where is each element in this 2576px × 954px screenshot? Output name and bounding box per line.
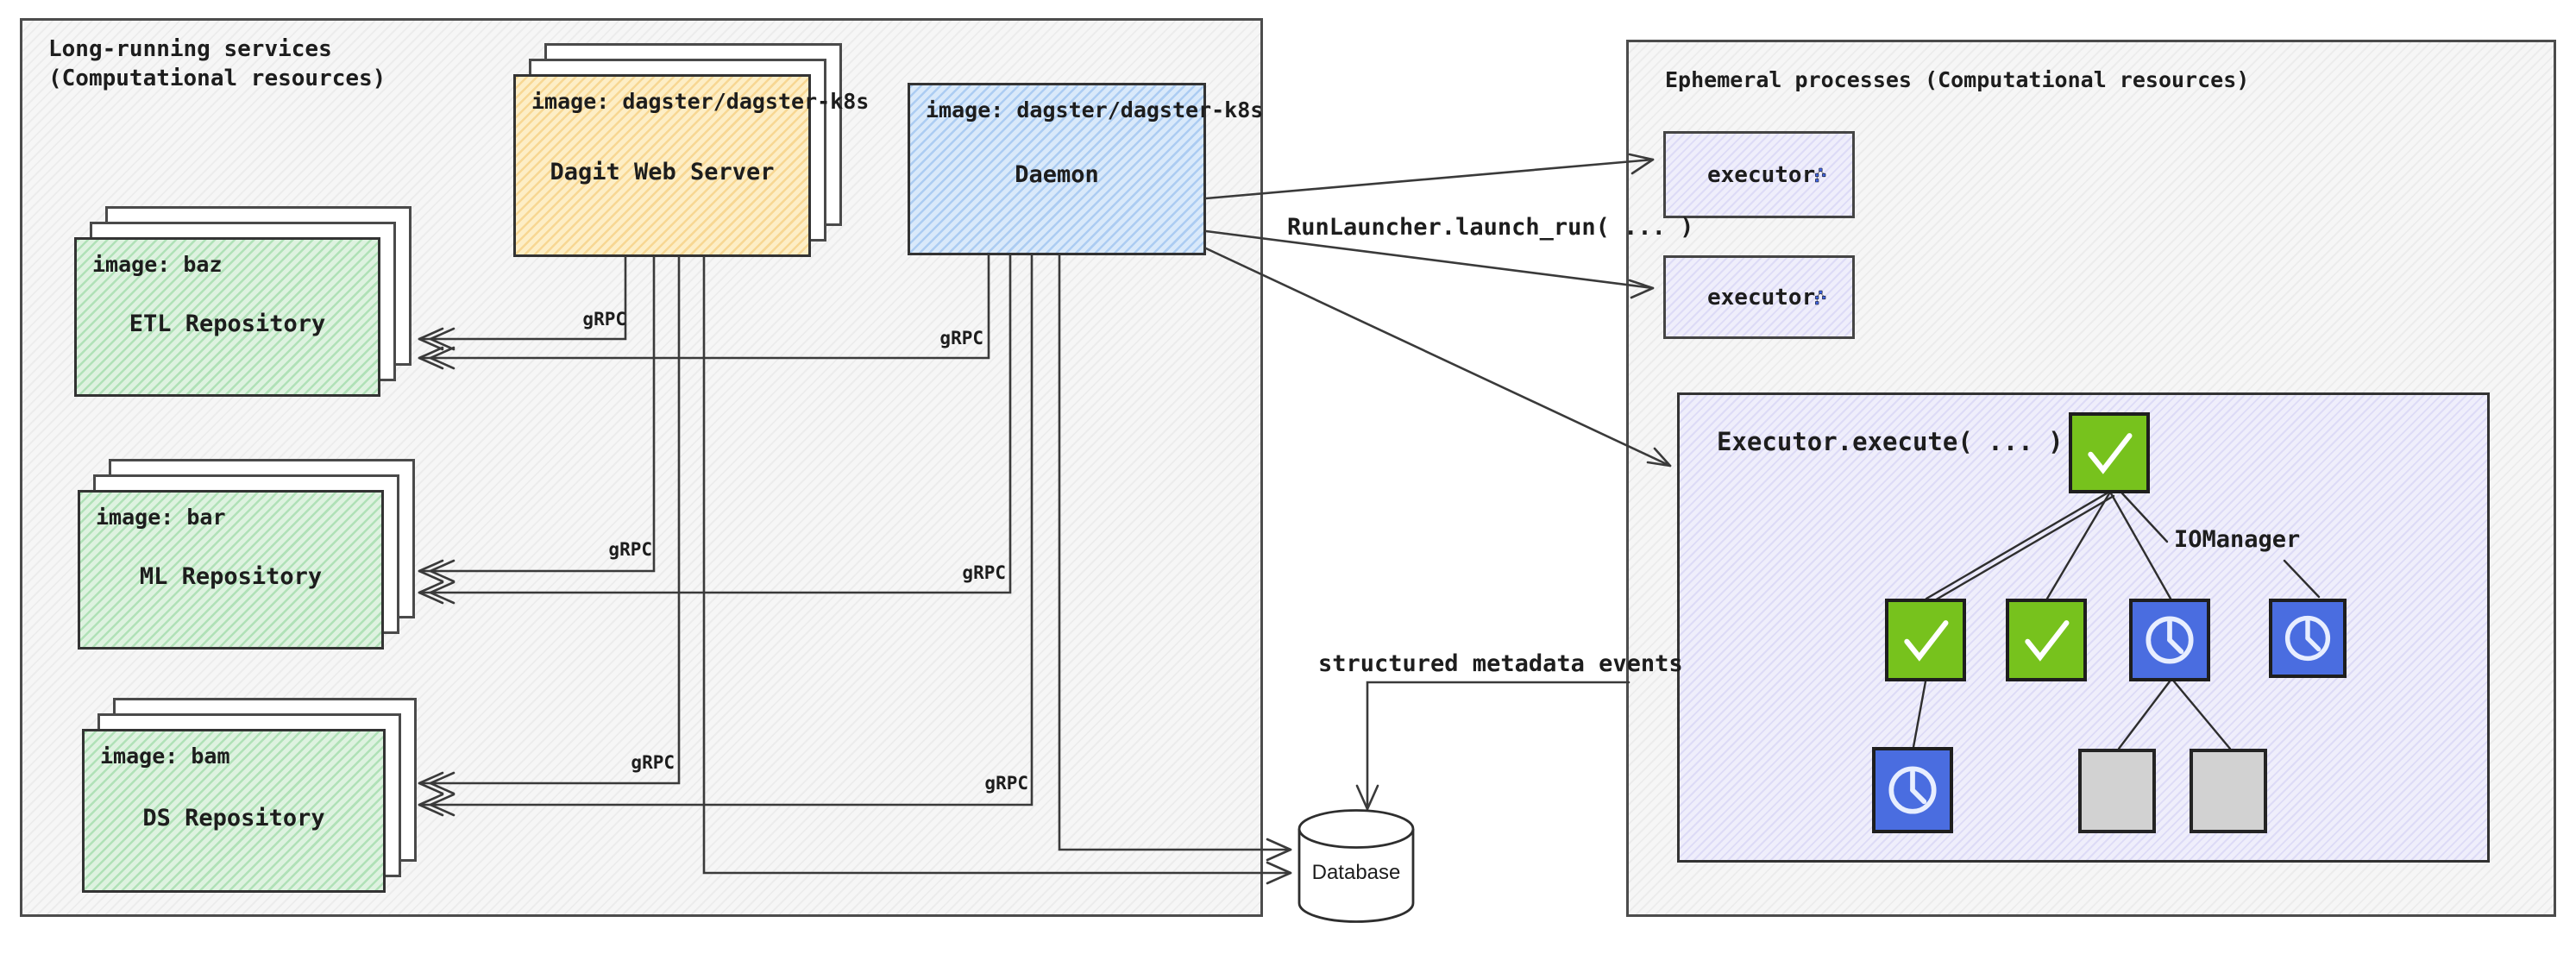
- step-node-grandchild-1: [1872, 747, 1953, 833]
- database-label: Database: [1311, 861, 1401, 884]
- executor-label: executor: [1707, 284, 1816, 311]
- check-icon: [2088, 433, 2133, 474]
- dagit-image-label: image: dagster/dagster-k8s: [531, 89, 870, 114]
- step-node-grandchild-3: [2190, 749, 2267, 833]
- dag-icon: [1815, 167, 1826, 182]
- step-node-child-2: [2006, 599, 2087, 681]
- grpc-label: gRPC: [608, 539, 652, 560]
- ds-repository-box: image: bam DS Repository: [82, 729, 386, 893]
- etl-name: ETL Repository: [129, 311, 326, 337]
- executor-label: executor: [1707, 161, 1816, 188]
- clock-icon: [1888, 766, 1937, 814]
- executor-box-2: executor: [1663, 255, 1855, 339]
- dagit-web-server-box: image: dagster/dagster-k8s Dagit Web Ser…: [513, 74, 869, 257]
- metadata-events-label: structured metadata events: [1318, 650, 1683, 677]
- grpc-label: gRPC: [984, 773, 1028, 794]
- grpc-label: gRPC: [631, 752, 675, 773]
- check-icon: [2025, 620, 2070, 662]
- ds-name: DS Repository: [142, 805, 325, 832]
- executor-box-1: executor: [1663, 131, 1855, 218]
- dagit-name: Dagit Web Server: [550, 159, 775, 185]
- grpc-label: gRPC: [939, 328, 983, 348]
- ml-name: ML Repository: [139, 563, 323, 590]
- ml-repository-box: image: bar ML Repository: [78, 490, 384, 650]
- daemon-name: Daemon: [1015, 161, 1099, 188]
- ml-image-label: image: bar: [96, 505, 226, 530]
- executor-execute-title: Executor.execute( ... ): [1717, 427, 2064, 456]
- left-panel-title-line2: (Computational resources): [48, 66, 386, 91]
- clock-icon: [2146, 616, 2194, 664]
- check-icon: [1904, 620, 1949, 662]
- etl-repository-box: image: baz ETL Repository: [74, 237, 380, 397]
- run-launcher-label: RunLauncher.launch_run( ... ): [1287, 214, 1694, 241]
- left-panel-title: Long-running services (Computational res…: [48, 35, 386, 93]
- step-node-grandchild-2: [2078, 749, 2156, 833]
- daemon-image-label: image: dagster/dagster-k8s: [926, 97, 1264, 122]
- grpc-label: gRPC: [962, 562, 1006, 583]
- iomanager-label: IOManager: [2174, 526, 2301, 553]
- right-panel-title: Ephemeral processes (Computational resou…: [1665, 67, 2250, 92]
- step-node-iomanager: [2269, 599, 2347, 678]
- step-node-child-3: [2129, 599, 2210, 681]
- grpc-label: gRPC: [582, 309, 626, 330]
- etl-image-label: image: baz: [92, 252, 223, 277]
- step-node-root: [2069, 412, 2150, 493]
- step-node-child-1: [1885, 599, 1966, 681]
- ds-image-label: image: bam: [100, 744, 230, 769]
- dag-icon: [1815, 290, 1826, 304]
- daemon-box: image: dagster/dagster-k8s Daemon: [908, 83, 1263, 255]
- clock-icon: [2284, 615, 2331, 662]
- left-panel-title-line1: Long-running services: [48, 36, 332, 62]
